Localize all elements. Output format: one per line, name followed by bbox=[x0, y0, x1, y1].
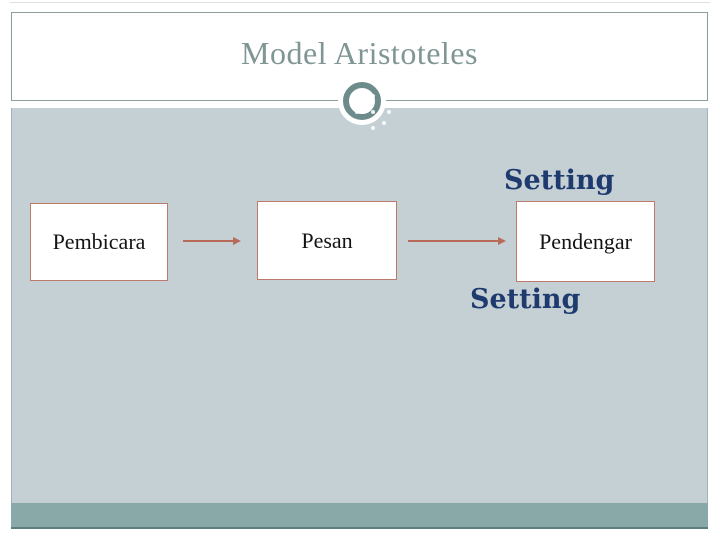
box-pendengar-label: Pendengar bbox=[539, 228, 632, 254]
arrow-pembicara-to-pesan bbox=[183, 237, 241, 245]
box-pembicara: Pembicara bbox=[30, 203, 168, 281]
circle-ornament bbox=[338, 77, 386, 125]
box-pesan: Pesan bbox=[257, 201, 397, 280]
setting-label-bottom: Setting bbox=[470, 284, 581, 315]
box-pendengar: Pendengar bbox=[516, 201, 655, 282]
bottom-band bbox=[11, 503, 708, 529]
ring-dots-decoration bbox=[371, 110, 375, 114]
ring-icon bbox=[343, 82, 381, 120]
slide-title: Model Aristoteles bbox=[241, 35, 478, 71]
box-pembicara-label: Pembicara bbox=[52, 229, 146, 254]
slide-top-separator bbox=[10, 2, 710, 3]
arrow-pesan-to-pendengar bbox=[408, 237, 506, 245]
setting-label-top: Setting bbox=[504, 165, 615, 196]
slide-body bbox=[11, 108, 708, 503]
box-pesan-label: Pesan bbox=[301, 227, 353, 253]
